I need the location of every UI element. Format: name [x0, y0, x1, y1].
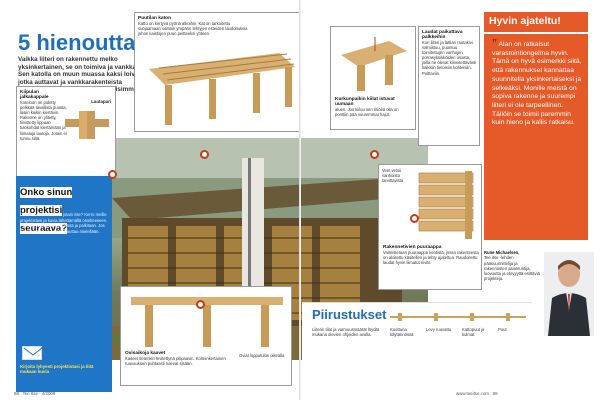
wall-drawing [418, 171, 474, 239]
folio-left: 98 Tee Itse · 4/2009 [14, 391, 55, 396]
callout-leg-detail: Kiipulan jalkakappale Koteloon on pidett… [16, 86, 116, 178]
callout-boards: Laudat paikattava palkkeihin Kun liiteri… [418, 26, 480, 146]
callout-note: Oviat lopputulos oikealla [239, 353, 285, 358]
callout-roof-frame: Ovisaikoja kaavet Kaiteet tietenkin levi… [120, 286, 292, 386]
quote-mark-icon: ” [492, 38, 497, 49]
detail-marker [196, 300, 205, 309]
roof-drawing [149, 53, 295, 125]
callout-title: Kiipulan jalkakappale [20, 90, 49, 100]
leg-joint-drawing [65, 111, 109, 139]
quote-heading: Hyvin ajateltu! [484, 12, 588, 32]
detail-marker [410, 214, 419, 223]
callout-note: Veet veloii vanhoista tarvittavista [382, 168, 404, 184]
plans-body: Liiterin tilat ja varmuusmäärät löydät m… [312, 327, 380, 338]
detail-marker [108, 170, 117, 179]
expert-name: Rune Michaelsen, [484, 250, 520, 255]
callout-roof: Puutilan katon Katto on kertyvä pyöriä a… [134, 12, 300, 132]
plans-note-4: Puut [498, 327, 507, 332]
plans-note-1: Koottuna käytännössä [390, 327, 414, 338]
article-title: 5 hienoutta [18, 30, 136, 55]
callout-body: Katto on kertyvä pyöriä alkoihin. Kat on… [138, 21, 248, 37]
callout-title: Puutilan katon [138, 16, 172, 21]
plans-note-3: Kattopuut ja kulmat [462, 327, 485, 338]
callout-wedges: Kurkunpaikin kiilat istuvat uumaan aluen… [330, 26, 416, 130]
expert-bio: Rune Michaelsen, Tee itse -lehden pääsuu… [484, 250, 540, 282]
box-footer: Kirjoita lyhyesti projektistasi ja liitä… [20, 364, 94, 375]
callout-label: Lautapari [91, 99, 111, 104]
expert-portrait [544, 252, 594, 336]
expert-quote-box: Hyvin ajateltu! ” Alan on ratkaisut vara… [484, 12, 588, 240]
plans-title: Piirustukset [312, 307, 387, 322]
reader-project-box: Onko sinun projektisi seuraava? Oletko s… [16, 176, 112, 392]
spine-gutter [299, 0, 301, 400]
plans-note-2: Levy ruuvattu [426, 327, 452, 332]
plans-section: Piirustukset Liiterin tilat ja varmuusmä… [302, 302, 532, 392]
box-heading-1: Onko sinun [20, 187, 73, 198]
frame-drawing [131, 297, 283, 347]
callout-title: Kurkunpaikin kiilat istuvat uumaan [335, 97, 395, 107]
callout-body: Valmistetaan puuraappa kentistä, jossa r… [383, 250, 479, 266]
callout-title: Laudat paikattava palkkeihin [422, 30, 463, 40]
folio-text: Tee Itse · 4/2009 [22, 391, 56, 396]
callout-body: Koteloon on pidetty pelkkää tavallista p… [20, 100, 67, 141]
callout-side-wall: Veet veloii vanhoista tarvittavista Rake… [378, 164, 482, 290]
callout-body: Kun liiteri ja lattian rautakivi valmist… [422, 40, 477, 76]
detail-marker [200, 150, 209, 159]
box-body: Oletko sinä rakentanut jotain itse? Kerr… [20, 212, 108, 234]
callout-body: Kaiteet tietenkin levitettynä pilipaavin… [125, 356, 226, 367]
callout-body: aluen. Jos kiiluu sen ritiöitä olla on p… [335, 107, 399, 118]
folio-text: www.teeitse.com [456, 391, 489, 396]
page-number: 99 [492, 391, 498, 396]
callout-title: Ovisaikoja kaavet [125, 351, 166, 356]
page-number: 98 [14, 391, 19, 396]
quote-text: Alan on ratkaisut varastointiongelma hyv… [492, 41, 582, 127]
expert-description: Tee itse -lehden pääsuunnittelija ja rak… [484, 255, 540, 282]
folio-right: www.teeitse.com 99 [456, 391, 498, 396]
plans-drawing [390, 313, 526, 321]
wedge-drawing [341, 37, 407, 91]
detail-marker [370, 150, 379, 159]
callout-title: Rakennetivien puuraappa [383, 245, 442, 250]
envelope-icon [22, 346, 43, 360]
